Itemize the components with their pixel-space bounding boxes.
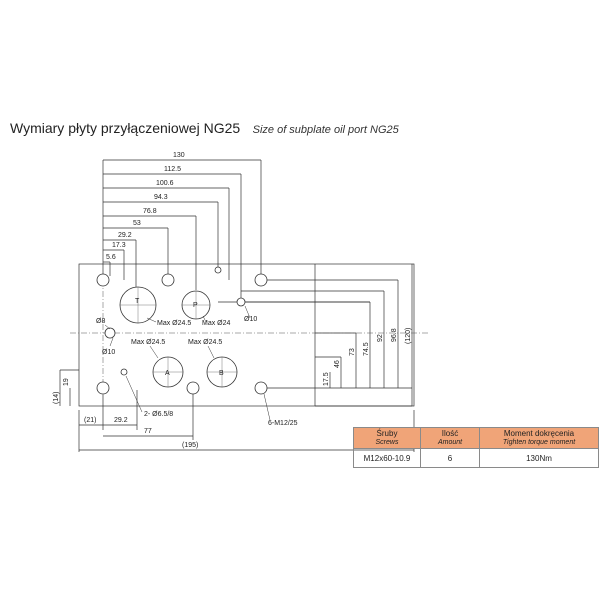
callout-max-b: Max Ø24.5 <box>188 339 222 346</box>
screw-spec-table: Śruby Screws Ilość Amount Moment dokręce… <box>353 426 599 469</box>
dim-29-2-bottom: 29.2 <box>114 417 128 424</box>
pin-hole-top <box>214 266 222 274</box>
callout-screw-holes: 6-M12/25 <box>268 420 298 427</box>
dim-73: 73 <box>349 348 356 356</box>
callout-phi8: Ø8 <box>96 318 105 325</box>
dim-53: 53 <box>133 220 141 227</box>
port-a-label: A <box>165 370 170 377</box>
screw-hole-top-right <box>254 273 268 287</box>
dim-14: (14) <box>53 392 60 404</box>
dim-77: 77 <box>144 428 152 435</box>
screw-hole-top-left <box>96 273 110 287</box>
dim-92: 92 <box>377 334 384 342</box>
port-x-small <box>236 297 246 307</box>
title-row: Wymiary płyty przyłączeniowej NG25 Size … <box>10 120 399 138</box>
screw-hole-bottom-right <box>254 381 268 395</box>
header-amount: Ilość Amount <box>420 426 480 450</box>
callout-max-a: Max Ø24.5 <box>131 339 165 346</box>
dim-17-3: 17.3 <box>112 242 126 249</box>
callout-phi10-left: Ø10 <box>102 349 115 356</box>
dim-76-8: 76.8 <box>143 208 157 215</box>
pin-hole-bottom <box>120 368 128 376</box>
callout-phi10-right: Ø10 <box>244 316 257 323</box>
dim-130: 130 <box>173 152 185 159</box>
dim-94-3: 94.3 <box>154 194 168 201</box>
callout-pin-holes: 2- Ø6.5/8 <box>144 411 173 418</box>
dim-100-6: 100.6 <box>156 180 174 187</box>
title-english: Size of subplate oil port NG25 <box>252 124 399 136</box>
port-y-small <box>104 327 116 339</box>
cell-torque: 130Nm <box>479 448 599 469</box>
dim-46: 46 <box>334 360 341 368</box>
dim-74-5: 74.5 <box>363 342 370 356</box>
port-b-label: B <box>219 370 224 377</box>
screw-hole-bottom-left <box>96 381 110 395</box>
screw-hole-top-mid <box>161 273 175 287</box>
cell-amount: 6 <box>420 448 480 469</box>
port-t-label: T <box>135 298 140 305</box>
screw-hole-bottom-mid <box>186 381 200 395</box>
dim-29-2: 29.2 <box>118 232 132 239</box>
table-header-row: Śruby Screws Ilość Amount Moment dokręce… <box>353 426 599 450</box>
port-p-label: P <box>193 302 198 309</box>
title-polish: Wymiary płyty przyłączeniowej NG25 <box>10 120 241 136</box>
dim-96-8: 96.8 <box>391 328 398 342</box>
dim-19: 19 <box>63 378 70 386</box>
dim-5-6: 5.6 <box>106 254 116 261</box>
callout-max-p: Max Ø24 <box>202 320 231 327</box>
dim-21: (21) <box>84 417 96 424</box>
callout-max-t: Max Ø24.5 <box>157 320 191 327</box>
dim-195: (195) <box>182 442 198 449</box>
plate-outline <box>78 263 415 407</box>
header-torque: Moment dokręcenia Tighten torque moment <box>479 426 599 450</box>
header-screws: Śruby Screws <box>353 426 421 450</box>
dim-120: (120) <box>405 328 412 344</box>
cell-screw-type: M12x60-10.9 <box>353 448 421 469</box>
dim-112-5: 112.5 <box>164 166 181 173</box>
table-row: M12x60-10.9 6 130Nm <box>353 448 599 469</box>
dim-17-5: 17.5 <box>323 372 330 386</box>
